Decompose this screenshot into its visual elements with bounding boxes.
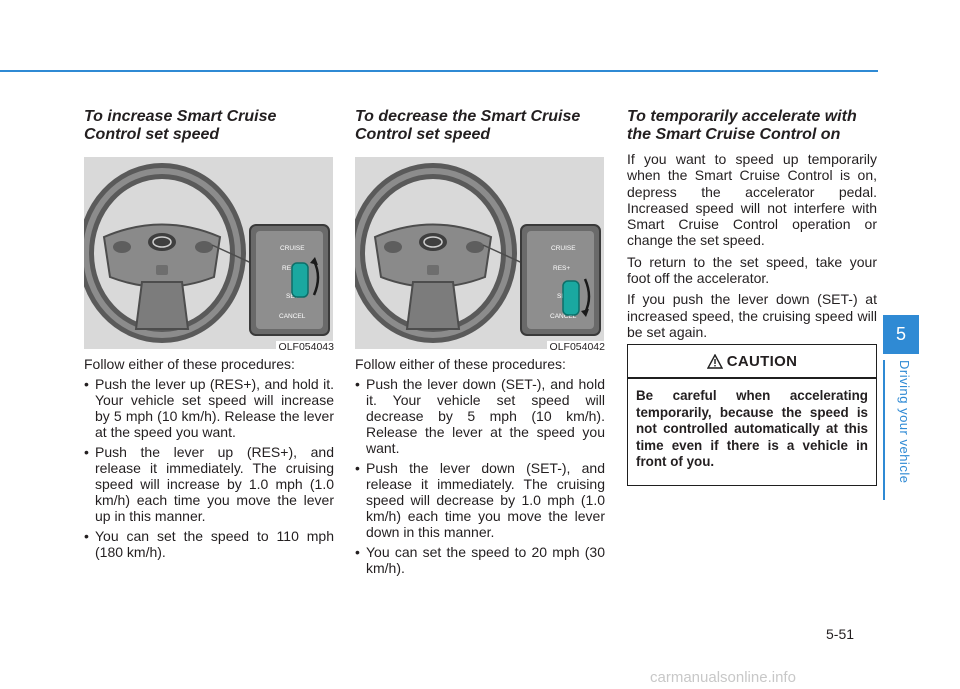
section-heading: To increase Smart Cruise Control set spe… (84, 108, 277, 143)
steering-wheel-illustration: CRUISE RES+ SET- CANCEL (355, 157, 604, 349)
bullet-icon: • (84, 444, 89, 460)
cancel-label: CANCEL (279, 313, 306, 320)
list-item: •Push the lever down (SET-), and release… (355, 460, 605, 540)
steering-wheel-illustration: CRUISE RES+ SET- CANCEL (84, 157, 333, 349)
caution-header: CAUTION (628, 353, 876, 373)
section-heading: To temporarily accelerate with the Smart… (627, 108, 857, 143)
paragraph: If you want to speed up temporarily when… (627, 151, 877, 249)
column-decrease-speed: To decrease the Smart Cruise Control set… (355, 108, 605, 608)
set-label: SET- (286, 293, 300, 300)
chapter-tab: 5 (883, 315, 919, 354)
warning-triangle-icon (706, 353, 723, 373)
cancel-label: CANCEL (550, 313, 577, 320)
list-item: •Push the lever down (SET-), and hold it… (355, 376, 605, 456)
paragraph: To return to the set speed, take your fo… (627, 253, 877, 287)
intro-text: Follow either of these procedures: (355, 356, 566, 372)
figure-code: OLF054042 (546, 341, 605, 353)
bullet-icon: • (355, 544, 360, 560)
bullet-icon: • (84, 528, 89, 544)
procedure-list: •Push the lever up (RES+), and hold it. … (84, 376, 334, 564)
page-number: 5-51 (826, 626, 855, 642)
watermark: carmanualsonline.info (650, 669, 796, 686)
procedure-list: •Push the lever down (SET-), and hold it… (355, 376, 605, 580)
res-label: RES+ (282, 265, 299, 272)
column-increase-speed: To increase Smart Cruise Control set spe… (84, 108, 334, 608)
steering-wheel-figure: CRUISE RES+ SET- CANCEL (84, 157, 333, 349)
caution-text: Be careful when accelerating temporarily… (636, 388, 868, 469)
steering-wheel-figure: CRUISE RES+ SET- CANCEL (355, 157, 604, 349)
caution-title: CAUTION (726, 353, 798, 370)
list-item: •Push the lever up (RES+), and hold it. … (84, 376, 334, 440)
cruise-label: CRUISE (280, 245, 305, 252)
caution-divider (628, 377, 876, 379)
bullet-icon: • (84, 376, 89, 392)
bullet-icon: • (355, 460, 360, 476)
list-item: •You can set the speed to 110 mph (180 k… (84, 528, 334, 560)
section-heading: To decrease the Smart Cruise Control set… (355, 108, 581, 143)
bullet-icon: • (355, 376, 360, 392)
paragraph: If you push the lever down (SET-) at inc… (627, 291, 877, 340)
chapter-number: 5 (895, 324, 906, 344)
list-item: •You can set the speed to 20 mph (30 km/… (355, 544, 605, 576)
figure-code: OLF054043 (275, 341, 334, 353)
chapter-side-rule (883, 360, 885, 500)
res-label: RES+ (553, 265, 570, 272)
cruise-label: CRUISE (551, 245, 576, 252)
chapter-label: Driving your vehicle (897, 360, 912, 484)
caution-box: CAUTION Be careful when accelerating tem… (627, 344, 877, 486)
list-item: •Push the lever up (RES+), and release i… (84, 444, 334, 524)
column-temporary-accelerate: To temporarily accelerate with the Smart… (627, 108, 877, 345)
header-rule (0, 70, 878, 72)
intro-text: Follow either of these procedures: (84, 356, 295, 372)
